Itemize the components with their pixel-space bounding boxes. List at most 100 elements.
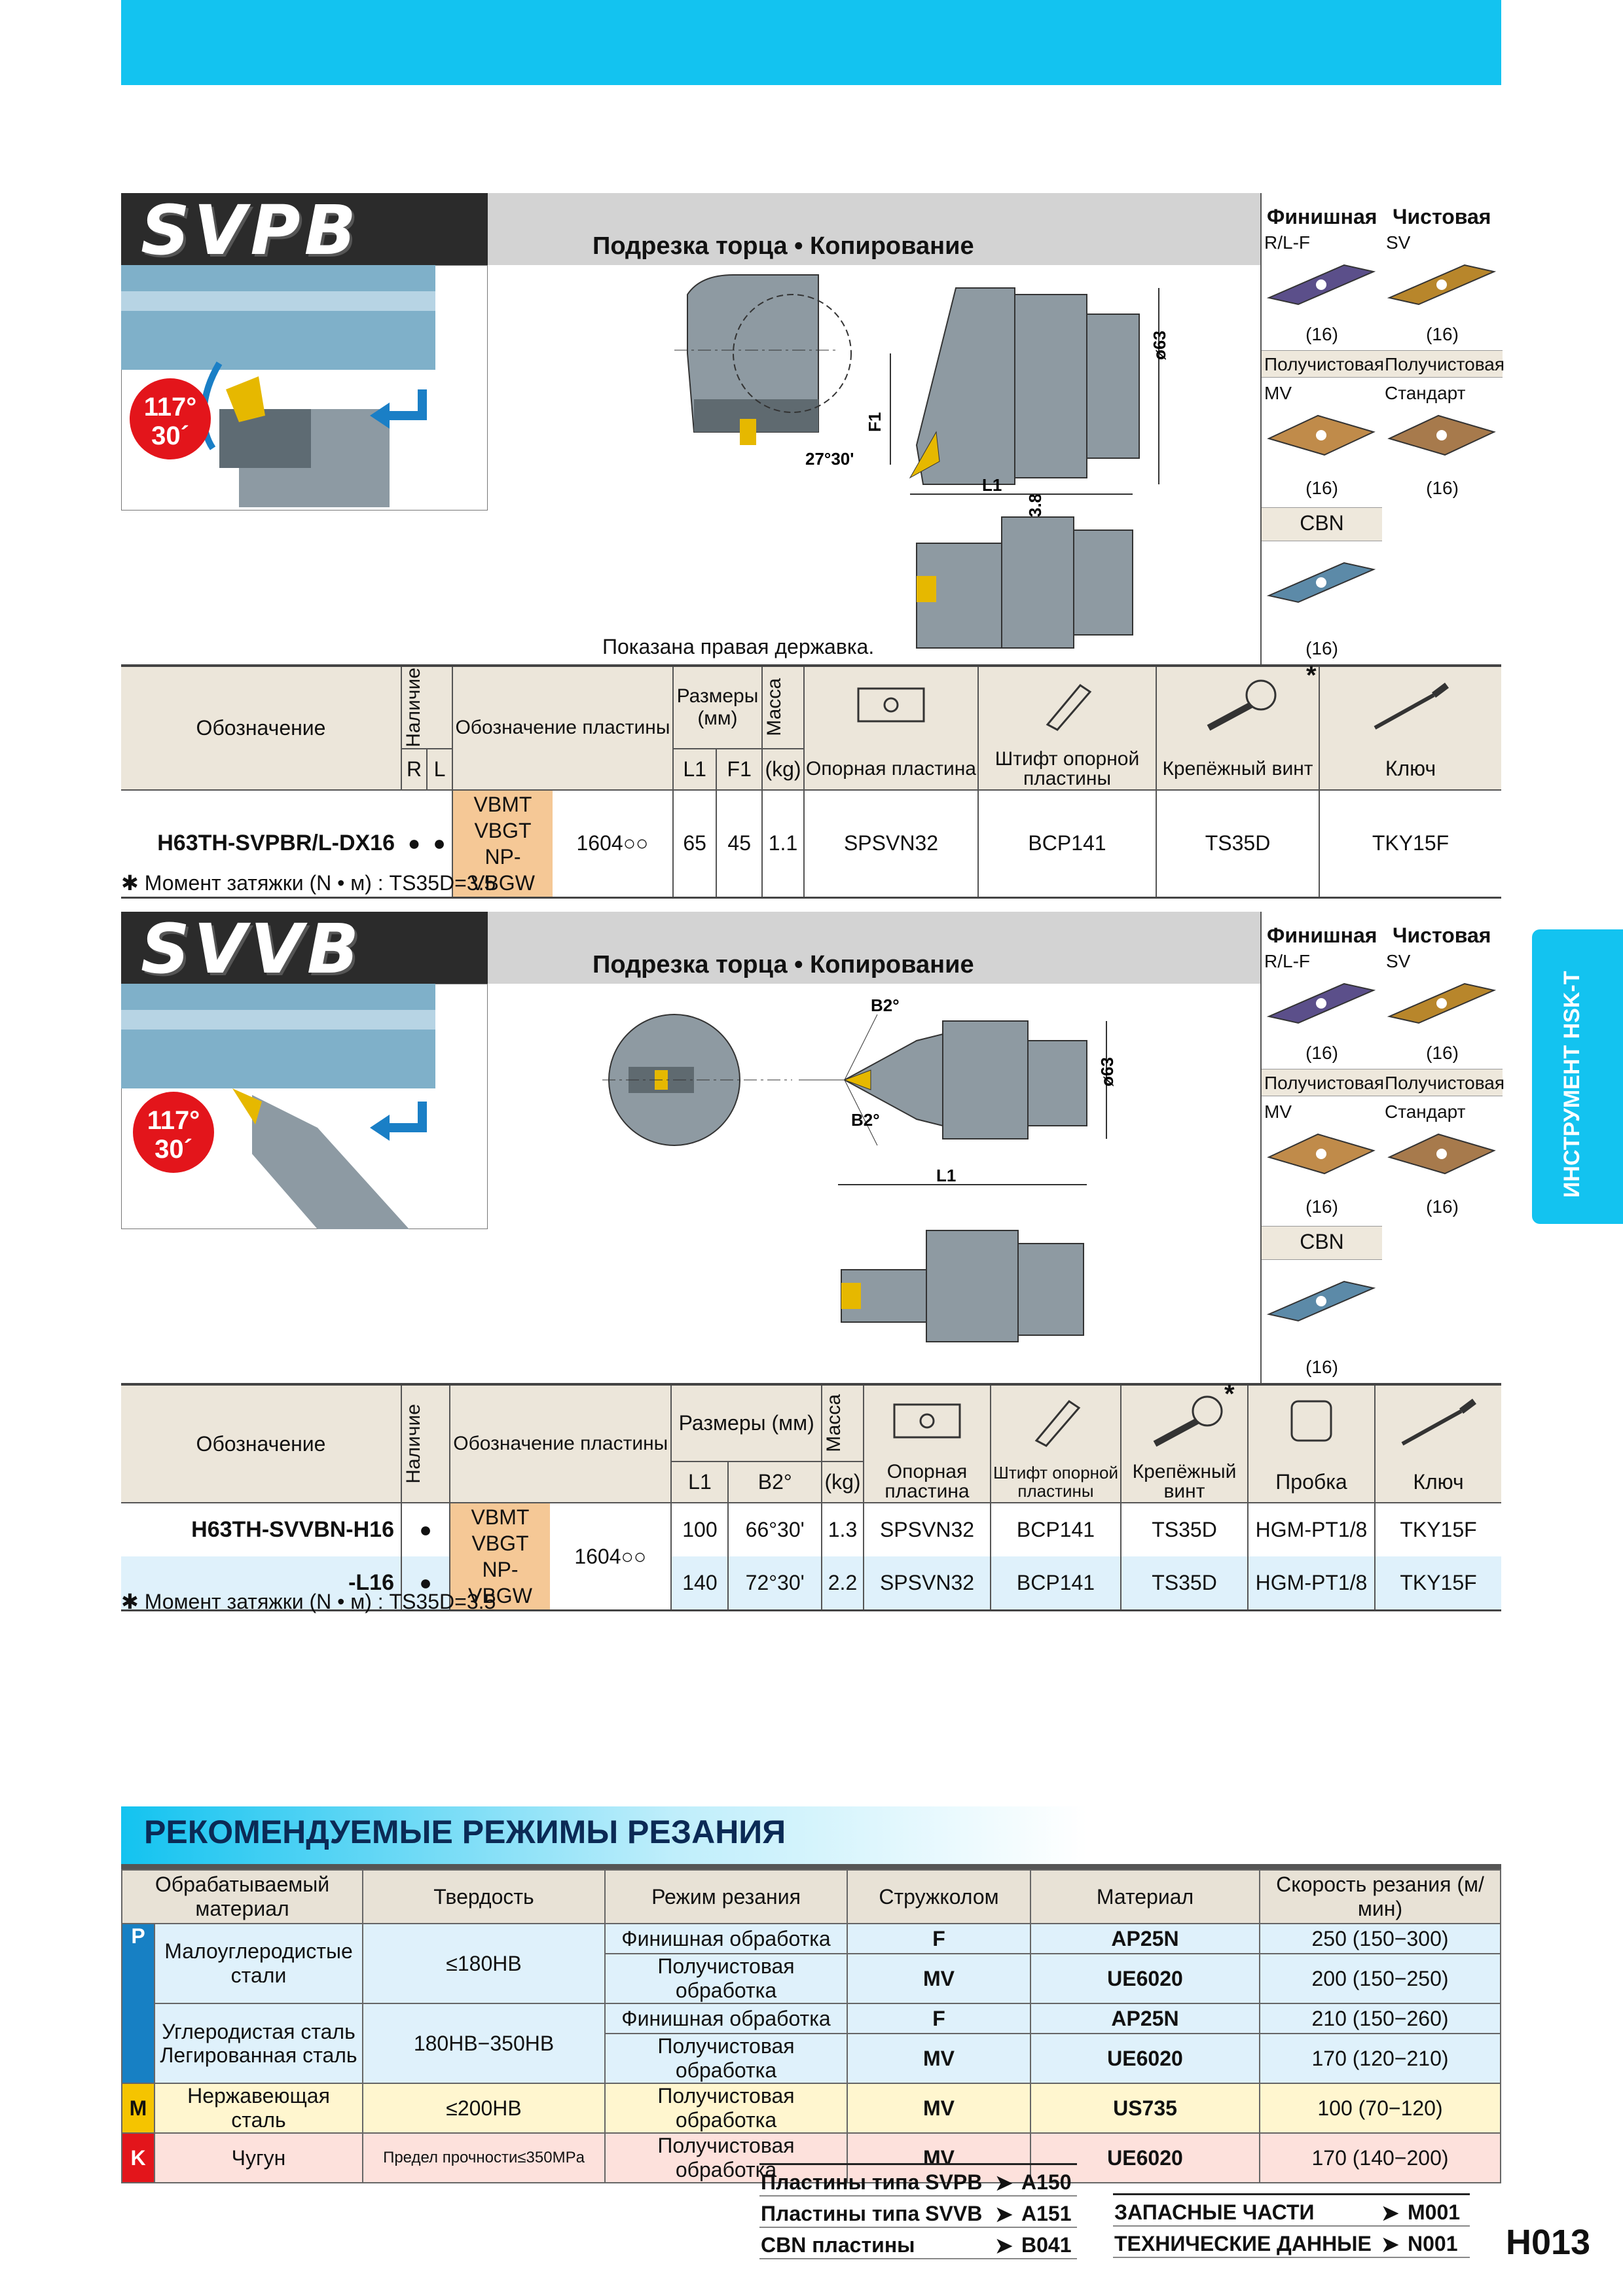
angle-badge-svvb <box>133 1092 214 1173</box>
col-screw: Крепёжный винт <box>1156 748 1319 790</box>
wrench-icon <box>1401 1399 1476 1446</box>
cell-key: TKY15F <box>1374 1556 1501 1611</box>
cell-mass: 1.3 <box>821 1503 864 1557</box>
tool-photo-svpb <box>121 265 488 511</box>
rec-mode: Получистовая обработка <box>604 1953 848 2004</box>
insert-std-code: Стандарт <box>1385 1102 1466 1122</box>
reference-link[interactable]: Пластины типа SVPB ➤ A150 <box>759 2163 1077 2197</box>
cell-seat: SPSVN32 <box>803 789 978 898</box>
rec-breaker: F <box>847 2003 1031 2034</box>
section-title-box: SVPB <box>121 190 488 270</box>
insert-cbn-header: CBN <box>1300 511 1344 535</box>
angle-badge-svpb <box>130 378 211 459</box>
col-l1: L1 <box>670 1461 729 1503</box>
insert-cbn-icon <box>1266 562 1376 603</box>
cell-r: ● <box>407 831 421 855</box>
col-mass-header: Масса <box>763 678 785 737</box>
cell-insert-3: NP-VBGW <box>468 1558 532 1607</box>
insert-semi-code: MV <box>1264 383 1292 403</box>
insert-cbn-qty: (16) <box>1305 638 1338 658</box>
rec-mode: Финишная обработка <box>604 1923 848 1954</box>
reference-link[interactable]: CBN пластины ➤ B041 <box>759 2228 1077 2259</box>
reference-link[interactable]: ТЕХНИЧЕСКИЕ ДАННЫЕ ➤ N001 <box>1113 2227 1470 2258</box>
cell-insert-2: VBGT <box>471 1532 529 1555</box>
col-avail-header: Наличие <box>403 1404 424 1484</box>
insert-panel-svvb: Финишная Чистовая R/L-F SV (16) (16) Пол… <box>1260 912 1504 1384</box>
dim-d63: ø63 <box>1097 1057 1117 1086</box>
cell-b2: 72°30' <box>727 1556 822 1611</box>
reference-link[interactable]: Пластины типа SVVB ➤ A151 <box>759 2197 1077 2228</box>
cell-size: 1604○○ <box>576 831 649 855</box>
rec-material: Нержавеющая сталь <box>154 2083 363 2134</box>
insert-finish-qty: (16) <box>1305 1043 1338 1063</box>
cell-screw: TS35D <box>1156 789 1319 898</box>
rec-breaker: MV <box>847 1953 1031 2004</box>
insert-finish-icon <box>1266 982 1376 1024</box>
insert-fine-qty: (16) <box>1426 1043 1459 1063</box>
arrow-icon: ➤ <box>995 2171 1013 2195</box>
col-f1: F1 <box>716 747 762 790</box>
cell-screw: TS35D <box>1120 1503 1248 1557</box>
technical-drawing-svpb: ø63 F1 27°30' 3.8 L1 <box>674 274 1169 649</box>
col-pin: Штифт опорной пластины <box>990 1462 1121 1503</box>
reference-link[interactable]: ЗАПАСНЫЕ ЧАСТИ ➤ M001 <box>1113 2193 1470 2227</box>
cell-insert-1: VBMT <box>471 1505 530 1529</box>
section-subtitle: Подрезка торца • Копирование <box>593 232 974 260</box>
insert-finish-qty: (16) <box>1305 324 1338 344</box>
reference-list-right: ЗАПАСНЫЕ ЧАСТИ ➤ M001 ТЕХНИЧЕСКИЕ ДАННЫЕ… <box>1113 2193 1470 2258</box>
col-seat: Опорная пластина <box>803 748 978 790</box>
insert-fine-code: SV <box>1386 951 1411 971</box>
recommend-title: РЕКОМЕНДУЕМЫЕ РЕЖИМЫ РЕЗАНИЯ <box>144 1814 786 1850</box>
spec-table-svvb: Обозначение Наличие Обозначение пластины… <box>121 1383 1501 1611</box>
arrow-icon: ➤ <box>1381 2233 1399 2256</box>
cell-plug: HGM-PT1/8 <box>1247 1556 1375 1611</box>
rec-breaker: MV <box>847 2083 1031 2134</box>
cell-pin: BCP141 <box>977 789 1156 898</box>
rec-grade: US735 <box>1030 2083 1260 2134</box>
col-key: Ключ <box>1374 1462 1501 1503</box>
rec-breaker: MV <box>847 2033 1031 2084</box>
cell-seat: SPSVN32 <box>863 1556 991 1611</box>
angle-sub: 30´ <box>151 422 189 450</box>
rec-grade: UE6020 <box>1030 2033 1260 2084</box>
insert-semi-qty: (16) <box>1305 478 1338 498</box>
cell-name: H63TH-SVPBR/L-DX16 <box>157 831 395 856</box>
insert-cbn-icon <box>1266 1280 1376 1322</box>
side-tab-label: ИНСТРУМЕНТ HSK-T <box>1559 971 1584 1198</box>
dim-b2-bottom: B2° <box>851 1110 880 1130</box>
insert-finish-header: Финишная <box>1267 924 1377 947</box>
cell-screw: TS35D <box>1120 1556 1248 1611</box>
table-row: -L16 ● 140 72°30' 2.2 SPSVN32 BCP141 TS3… <box>121 1556 1501 1611</box>
table-row: P Малоуглеродистые стали ≤180HB Финишная… <box>121 1923 1501 2084</box>
group-p-badge: P <box>121 1923 155 2084</box>
dim-l1: L1 <box>936 1166 956 1185</box>
section-subtitle: Подрезка торца • Копирование <box>593 951 974 978</box>
dim-f1: F1 <box>865 412 884 432</box>
angle-main: 117° <box>143 393 197 422</box>
rec-hardness: Предел прочности≤350MPa <box>362 2132 606 2183</box>
col-screw: Крепёжный винт <box>1120 1462 1248 1503</box>
rec-col-hardness: Твердость <box>362 1869 606 1924</box>
insert-semi-icon <box>1267 1133 1376 1175</box>
rec-grade: UE6020 <box>1030 1953 1260 2004</box>
insert-finish-header: Финишная <box>1267 205 1377 228</box>
col-dims-header: Размеры (мм) <box>670 1384 822 1462</box>
cell-l: ● <box>433 831 446 855</box>
cell-pin: BCP141 <box>990 1556 1121 1611</box>
rec-mode: Финишная обработка <box>604 2003 848 2034</box>
rec-mode: Получистовая обработка <box>604 2033 848 2084</box>
rec-speed: 170 (120−210) <box>1259 2033 1501 2084</box>
rec-col-mode: Режим резания <box>604 1869 848 1924</box>
group-m-badge: M <box>121 2083 155 2134</box>
cell-l1: 100 <box>670 1503 729 1557</box>
insert-std-qty: (16) <box>1426 1196 1459 1217</box>
table-row: K Чугун Предел прочности≤350MPa Получист… <box>121 2132 1501 2183</box>
table-row: M Нержавеющая сталь ≤200HB Получистовая … <box>121 2083 1501 2134</box>
arrow-icon: ➤ <box>995 2202 1013 2226</box>
col-insert-header: Обозначение пластины <box>448 1384 672 1503</box>
cell-seat: SPSVN32 <box>863 1503 991 1557</box>
reference-list-left: Пластины типа SVPB ➤ A150 Пластины типа … <box>759 2163 1077 2259</box>
rec-col-breaker: Стружколом <box>847 1869 1031 1924</box>
rec-speed: 210 (150−260) <box>1259 2003 1501 2034</box>
insert-fine-icon <box>1387 982 1497 1024</box>
